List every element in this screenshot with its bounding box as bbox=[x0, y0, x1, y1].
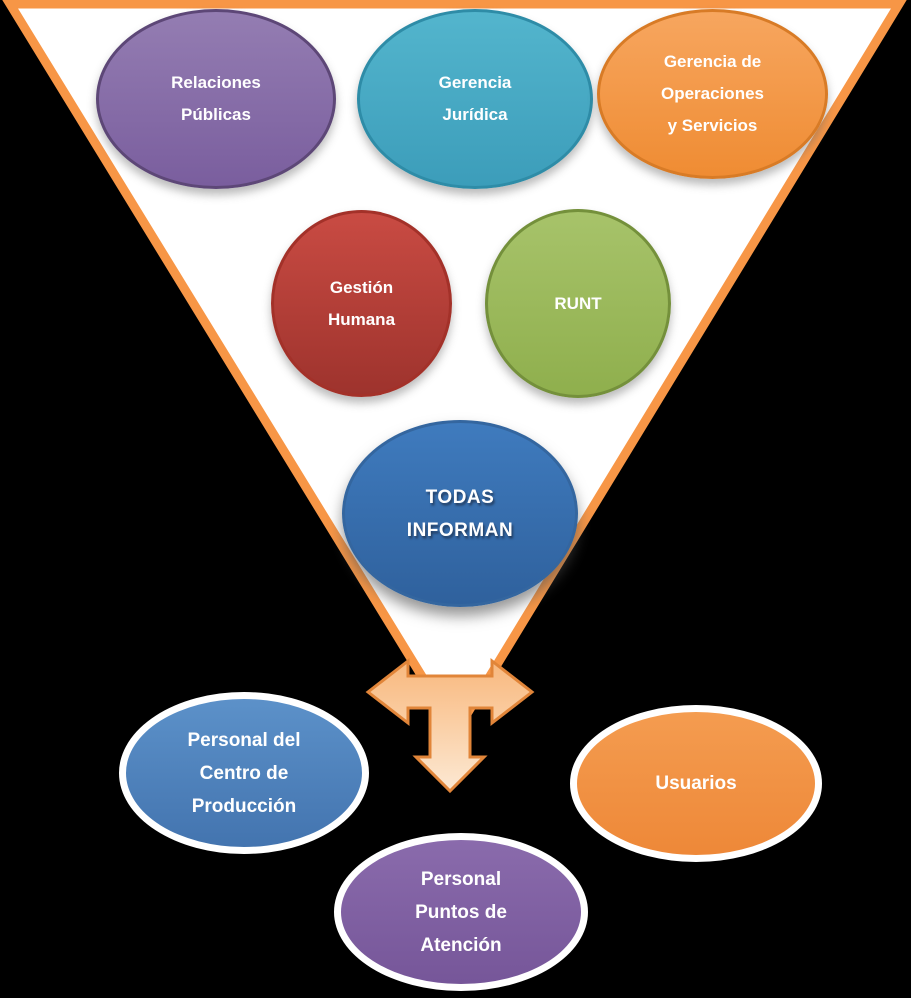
funnel-item-label: Gestión Humana bbox=[327, 277, 396, 329]
funnel-item-runt: RUNT bbox=[485, 209, 671, 398]
funnel-item-label: Gerencia Jurídica bbox=[438, 73, 512, 124]
audience-item-personal-centro-produccion: Personal del Centro de Producción bbox=[119, 692, 369, 854]
audience-item-label: Personal del Centro de Producción bbox=[187, 729, 301, 817]
audience-item-label: Usuarios bbox=[655, 773, 737, 794]
funnel-item-label: Relaciones Públicas bbox=[171, 73, 261, 124]
funnel-item-gestion-humana: Gestión Humana bbox=[271, 210, 452, 397]
audience-item-label: Personal Puntos de Atención bbox=[415, 868, 507, 956]
funnel-item-relaciones-publicas: Relaciones Públicas bbox=[96, 9, 336, 189]
funnel-item-label: Gerencia de Operaciones y Servicios bbox=[661, 52, 764, 135]
funnel-item-label: RUNT bbox=[554, 293, 602, 313]
three-way-arrow-icon bbox=[365, 657, 535, 794]
audience-item-personal-puntos-atencion: Personal Puntos de Atención bbox=[334, 833, 588, 991]
funnel-item-gerencia-juridica: Gerencia Jurídica bbox=[357, 9, 593, 189]
funnel-item-gerencia-operaciones-servicios: Gerencia de Operaciones y Servicios bbox=[597, 9, 828, 179]
funnel-item-label: TODAS INFORMAN bbox=[406, 486, 514, 541]
audience-item-usuarios: Usuarios bbox=[570, 705, 822, 862]
funnel-item-todas-informan: TODAS INFORMAN bbox=[342, 420, 578, 607]
